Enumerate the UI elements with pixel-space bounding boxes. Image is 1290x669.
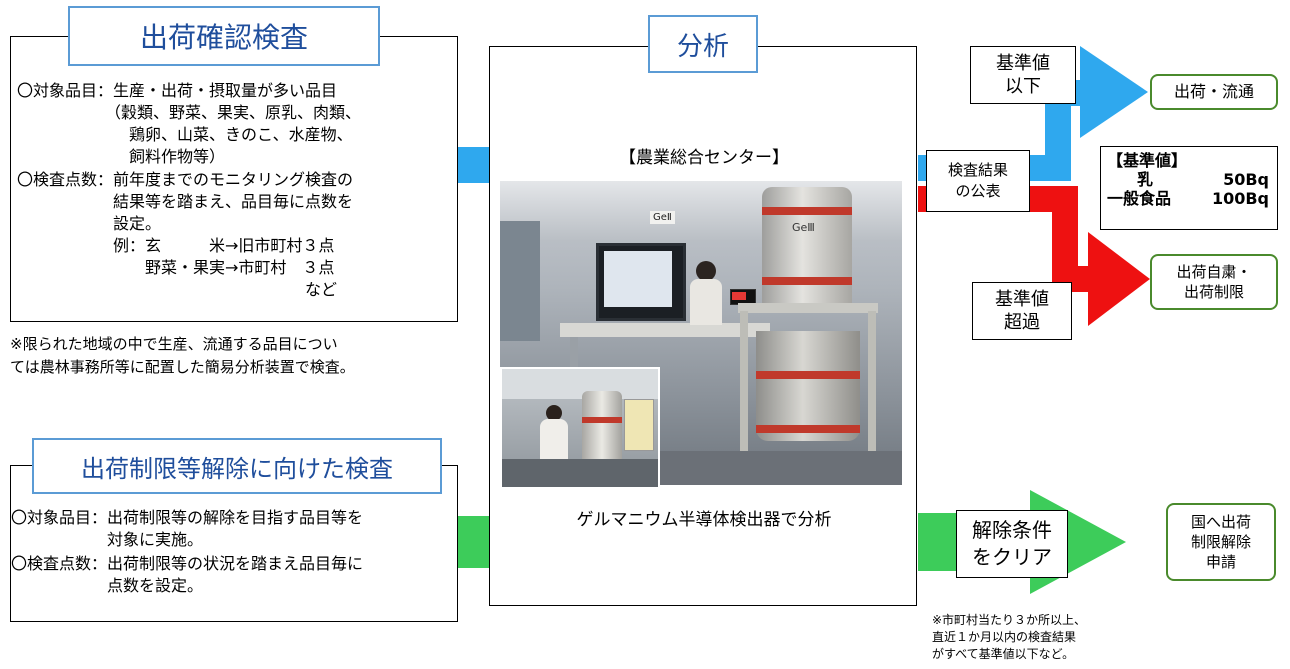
shelf-label: GeⅡ (650, 211, 675, 224)
below-standard-label: 基準値 以下 (970, 46, 1076, 104)
apply-outcome-line: 制限解除 (1190, 533, 1251, 551)
below-standard-line: 基準値 (996, 53, 1050, 74)
standards-milk-value: 50Bq (1223, 170, 1269, 189)
inspection-line: 飼料作物等） (17, 147, 226, 166)
inspection-line: など (17, 280, 338, 299)
clear-condition-line: をクリア (972, 545, 1052, 569)
standards-food-value: 100Bq (1211, 189, 1269, 208)
ship-outcome: 出荷・流通 (1150, 74, 1278, 110)
release-line: 〇対象品目：出荷制限等の解除を目指す品目等を (11, 508, 364, 527)
footnote-line: 直近１か月以内の検査結果 (932, 630, 1077, 644)
restrict-outcome-line: 出荷自粛・ (1176, 263, 1252, 281)
analysis-center-label: 【農業総合センター】 (619, 148, 789, 168)
inspection-line: 鶏卵、山菜、きのこ、水産物、 (17, 125, 353, 144)
inspection-line: 〇対象品目：生産・出荷・摂取量が多い品目 (17, 81, 338, 100)
inspection-note-line: ※限られた地域の中で生産、流通する品目につい (10, 335, 338, 353)
analysis-title: 分析 (648, 15, 758, 73)
germanium-detector (762, 187, 852, 303)
blue-riser (1045, 92, 1071, 181)
exceed-standard-line: 基準値 (995, 289, 1049, 310)
ship-outcome-text: 出荷・流通 (1173, 82, 1254, 101)
publish-label-line: の公表 (955, 182, 1001, 200)
release-line: 点数を設定。 (11, 576, 204, 595)
inspection-line: 例：玄 米→旧市町村３点 (17, 236, 335, 255)
inspection-line: 結果等を踏まえ、品目毎に点数を (17, 192, 354, 211)
footnote-line: ※市町村当たり３か所以上、 (932, 613, 1087, 627)
detector-label: GeⅢ (792, 221, 815, 234)
publish-label: 検査結果 の公表 (926, 150, 1030, 212)
inspection-line: 設定。 (17, 214, 162, 233)
restrict-outcome: 出荷自粛・ 出荷制限 (1150, 254, 1278, 310)
clear-condition-line: 解除条件 (972, 518, 1052, 542)
inspection-line: （穀類、野菜、果実、原乳、肉類、 (17, 103, 362, 122)
standards-title: 【基準値】 (1107, 151, 1188, 170)
blue-connector-left (455, 147, 491, 183)
standards-box: 【基準値】 乳 50Bq 一般食品 100Bq (1100, 146, 1278, 230)
release-line: 対象に実施。 (11, 530, 204, 549)
apply-outcome: 国へ出荷 制限解除 申請 (1166, 503, 1276, 581)
publish-label-line: 検査結果 (947, 161, 1008, 179)
inspection-note-line: ては農林事務所等に配置した簡易分析装置で検査。 (10, 358, 355, 376)
analysis-caption: ゲルマニウム半導体検出器で分析 (576, 510, 832, 530)
restrict-outcome-line: 出荷制限 (1183, 283, 1244, 301)
clear-condition-label: 解除条件 をクリア (956, 510, 1068, 578)
apply-outcome-line: 国へ出荷 (1190, 513, 1251, 531)
inspection-title: 出荷確認検査 (68, 6, 380, 66)
red-arrow-head (1088, 232, 1150, 326)
exceed-standard-line: 超過 (1004, 312, 1040, 333)
release-title: 出荷制限等解除に向けた検査 (32, 438, 442, 494)
blue-arrow-head (1080, 46, 1148, 138)
apply-outcome-line: 申請 (1205, 553, 1236, 571)
release-line: 〇検査点数：出荷制限等の状況を踏まえ品目毎に (11, 554, 364, 573)
exceed-standard-label: 基準値 超過 (972, 282, 1072, 340)
footnote-line: がすべて基準値以下など。 (932, 647, 1075, 661)
inspection-line: 野菜・果実→市町村 ３点 (17, 258, 335, 277)
inspection-box: 〇対象品目：生産・出荷・摂取量が多い品目 （穀類、野菜、果実、原乳、肉類、 鶏卵… (10, 36, 458, 322)
inset-photo (500, 367, 660, 489)
technician-figure (696, 261, 716, 281)
below-standard-line: 以下 (1005, 76, 1041, 97)
standards-milk-label: 乳 (1137, 170, 1154, 189)
standards-food-label: 一般食品 (1107, 189, 1172, 208)
analysis-box: 【農業総合センター】 GeⅢ GeⅡ (489, 46, 917, 606)
green-connector-left (455, 516, 491, 568)
inspection-line: 〇検査点数：前年度までのモニタリング検査の (17, 170, 354, 189)
